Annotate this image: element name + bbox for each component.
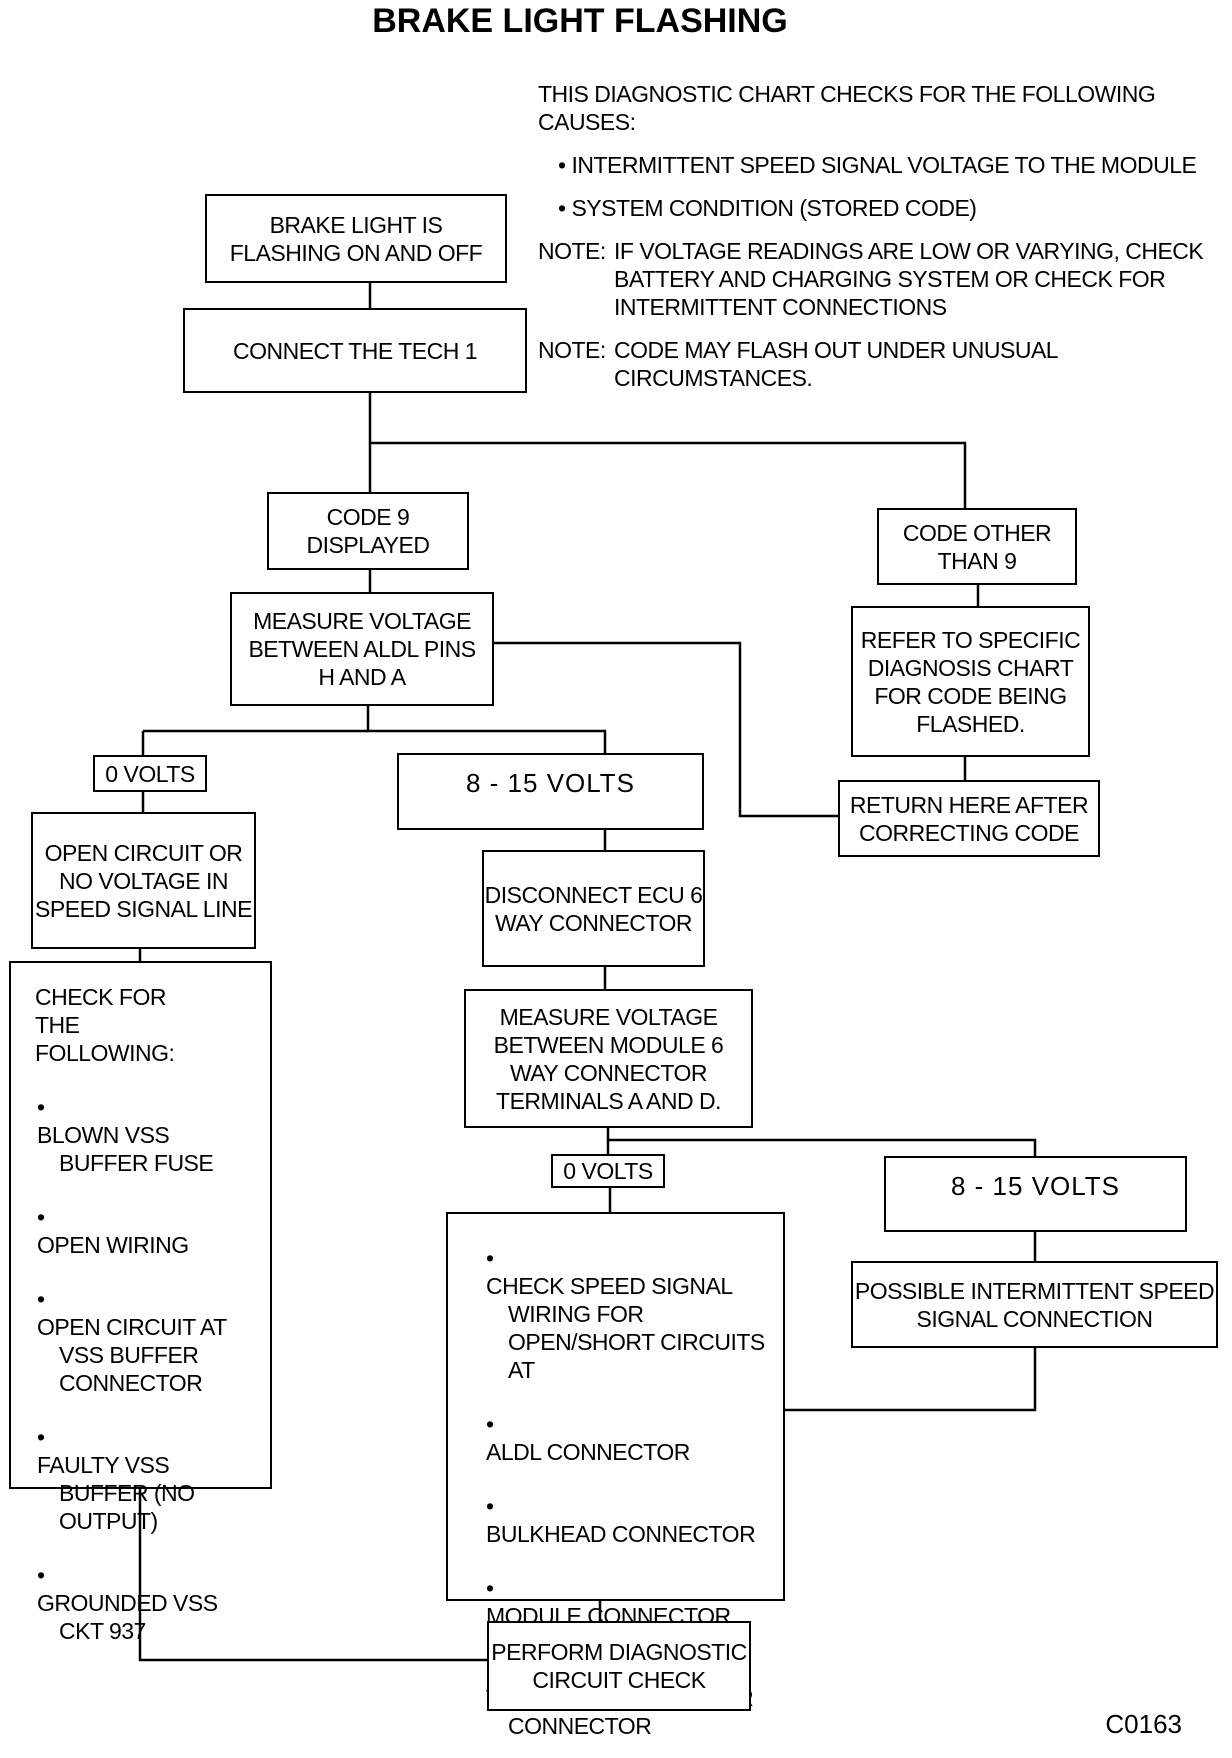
measure-aldl-box: MEASURE VOLTAGE BETWEEN ALDL PINS H AND … bbox=[230, 592, 494, 706]
check-speed-box: • CHECK SPEED SIGNAL WIRING FOR OPEN/SHO… bbox=[446, 1212, 785, 1739]
check-speed-item: • BULKHEAD CONNECTOR bbox=[486, 1493, 756, 1547]
possible-intermittent-box: POSSIBLE INTERMITTENT SPEED SIGNAL CONNE… bbox=[851, 1261, 1218, 1348]
check-following-heading: CHECK FOR THE FOLLOWING: bbox=[35, 984, 175, 1066]
intro-notes: THIS DIAGNOSTIC CHART CHECKS FOR THE FOL… bbox=[538, 80, 1218, 392]
volts-8-15-box-2: 8 - 15 VOLTS bbox=[884, 1156, 1187, 1232]
refer-chart-box: REFER TO SPECIFIC DIAGNOSIS CHART FOR CO… bbox=[851, 606, 1090, 757]
check-item: • GROUNDED VSS CKT 937 bbox=[37, 1562, 218, 1644]
volts-8-15-box-1: 8 - 15 VOLTS bbox=[397, 753, 704, 830]
check-item: • BLOWN VSS BUFFER FUSE bbox=[37, 1094, 214, 1176]
figure-code: C0163 bbox=[1105, 1709, 1182, 1739]
check-speed-item: • CHECK SPEED SIGNAL WIRING FOR OPEN/SHO… bbox=[486, 1245, 765, 1383]
check-following-box: CHECK FOR THE FOLLOWING: • BLOWN VSS BUF… bbox=[9, 961, 272, 1644]
open-circuit-box: OPEN CIRCUIT OR NO VOLTAGE IN SPEED SIGN… bbox=[31, 812, 256, 949]
chart-title: BRAKE LIGHT FLASHING bbox=[372, 2, 788, 40]
check-item: • OPEN CIRCUIT AT VSS BUFFER CONNECTOR bbox=[37, 1286, 227, 1396]
note-1: NOTE: IF VOLTAGE READINGS ARE LOW OR VAR… bbox=[538, 237, 1218, 321]
note-text: IF VOLTAGE READINGS ARE LOW OR VARYING, … bbox=[614, 238, 1204, 320]
code-9-box: CODE 9 DISPLAYED bbox=[267, 492, 469, 570]
brake-light-flashing-box: BRAKE LIGHT IS FLASHING ON AND OFF bbox=[205, 194, 507, 283]
zero-volts-label-2: 0 VOLTS bbox=[551, 1154, 665, 1188]
note-2: NOTE: CODE MAY FLASH OUT UNDER UNUSUAL C… bbox=[538, 336, 1218, 392]
note-label: NOTE: bbox=[538, 337, 606, 363]
check-item: • FAULTY VSS BUFFER (NO OUTPUT) bbox=[37, 1424, 195, 1534]
check-speed-item: • ALDL CONNECTOR bbox=[486, 1411, 690, 1465]
perform-check-box: PERFORM DIAGNOSTIC CIRCUIT CHECK bbox=[487, 1621, 751, 1711]
cause-item: • SYSTEM CONDITION (STORED CODE) bbox=[558, 195, 977, 221]
code-other-box: CODE OTHER THAN 9 bbox=[877, 508, 1077, 585]
measure-module-box: MEASURE VOLTAGE BETWEEN MODULE 6 WAY CON… bbox=[464, 989, 753, 1128]
check-item: • OPEN WIRING bbox=[37, 1204, 189, 1258]
disconnect-ecu-box: DISCONNECT ECU 6 WAY CONNECTOR bbox=[482, 850, 705, 967]
cause-item: • INTERMITTENT SPEED SIGNAL VOLTAGE TO T… bbox=[558, 152, 1197, 178]
note-label: NOTE: bbox=[538, 238, 606, 264]
zero-volts-label-1: 0 VOLTS bbox=[93, 755, 207, 792]
return-here-box: RETURN HERE AFTER CORRECTING CODE bbox=[838, 780, 1100, 857]
note-text: CODE MAY FLASH OUT UNDER UNUSUAL CIRCUMS… bbox=[614, 337, 1058, 391]
intro-heading: THIS DIAGNOSTIC CHART CHECKS FOR THE FOL… bbox=[538, 81, 1156, 135]
connect-tech-box: CONNECT THE TECH 1 bbox=[183, 308, 527, 393]
